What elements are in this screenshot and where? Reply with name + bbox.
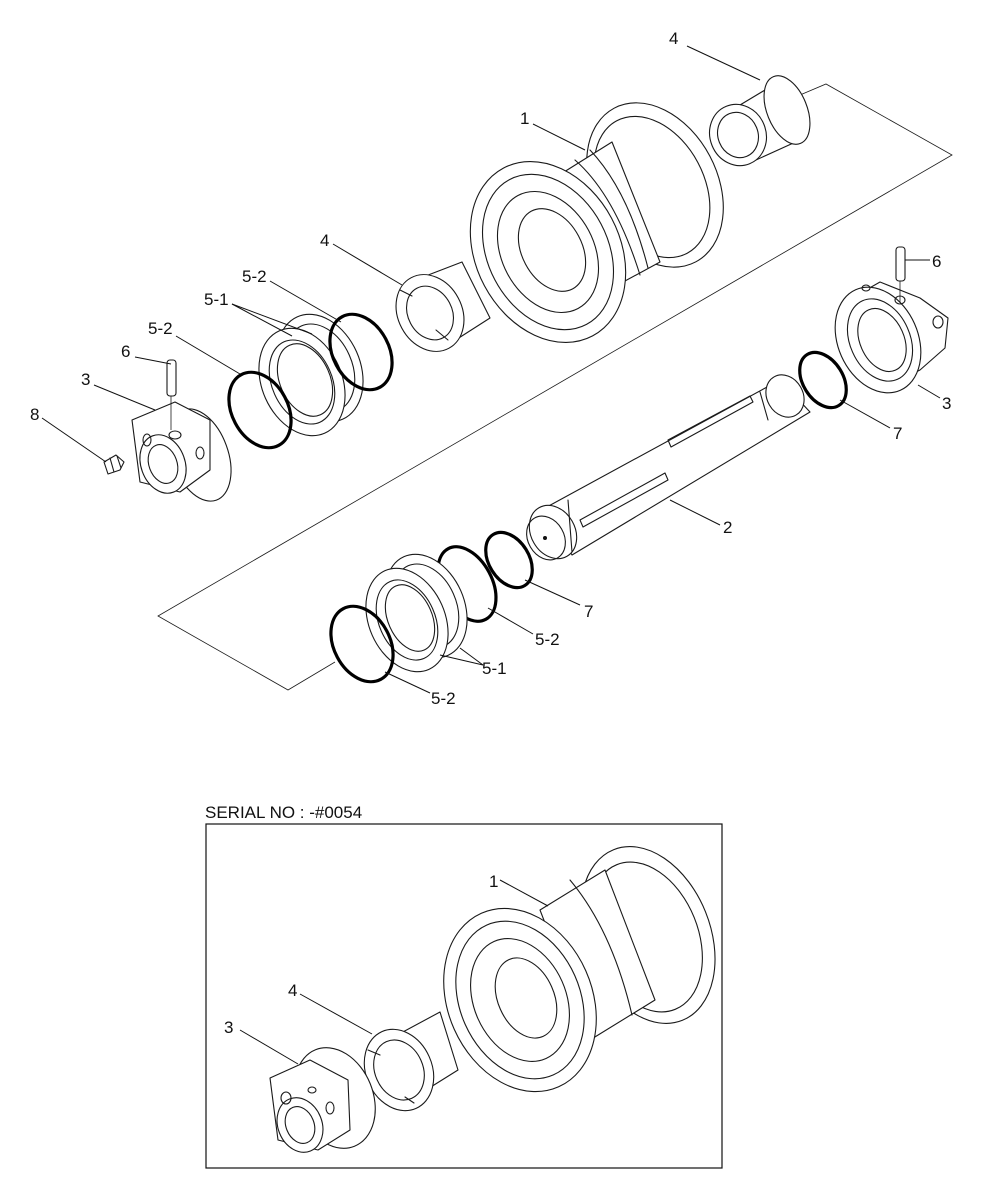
label-o-ring-shaft-right: 7: [893, 424, 902, 443]
label-plug: 8: [30, 405, 39, 424]
pin-right: [895, 246, 906, 302]
o-ring-lower-b: [329, 604, 395, 684]
plug: [103, 454, 125, 475]
label-o-ring-lower-b: 5-2: [431, 689, 456, 708]
inset-leader-lines: [239, 879, 549, 1065]
collar-left: [131, 401, 232, 502]
floating-seal-upper: [258, 313, 364, 437]
label-o-ring-upper-b: 5-2: [148, 319, 173, 338]
floating-seal-lower: [365, 553, 468, 673]
main-assembly: 4 1 4 5-2 5-1 5-2 6 3 8 6 3 7 2 7 5-2 5-…: [30, 29, 953, 708]
o-ring-upper-b: [227, 370, 293, 450]
label-bushing-mid: 4: [320, 231, 329, 250]
o-ring-shaft-right: [798, 350, 848, 410]
leader-lines: [41, 45, 941, 694]
label-pin-left: 6: [121, 342, 130, 361]
bushing-mid: [395, 261, 491, 352]
label-pin-right: 6: [932, 252, 941, 271]
label-collar-left: 3: [81, 370, 90, 389]
inset-label-bushing: 4: [288, 981, 297, 1000]
o-ring-upper-a: [328, 312, 394, 392]
inset-bushing: [363, 1011, 459, 1112]
label-o-ring-shaft-lower: 7: [584, 602, 593, 621]
inset-label-roller-shell: 1: [489, 872, 498, 891]
label-floating-seal-lower: 5-1: [482, 659, 507, 678]
shaft: [526, 374, 811, 561]
label-roller-shell: 1: [520, 109, 529, 128]
label-bushing-top: 4: [669, 29, 678, 48]
callout-labels: 4 1 4 5-2 5-1 5-2 6 3 8 6 3 7 2 7 5-2 5-…: [30, 29, 951, 708]
label-floating-seal-upper: 5-1: [204, 290, 229, 309]
o-ring-shaft-lower: [484, 530, 534, 590]
label-collar-right: 3: [942, 394, 951, 413]
inset-label-collar: 3: [224, 1018, 233, 1037]
roller-shell: [469, 102, 724, 343]
collar-right: [834, 281, 949, 394]
label-shaft: 2: [723, 518, 732, 537]
inset-title: SERIAL NO : -#0054: [205, 803, 362, 822]
assembly-outline: [157, 83, 953, 691]
inset-frame: [205, 823, 723, 1169]
inset-collar: [269, 1047, 376, 1153]
pin-left: [166, 359, 177, 430]
serial-inset: SERIAL NO : -#0054: [205, 803, 723, 1169]
inset-roller-shell: [443, 846, 716, 1093]
label-o-ring-lower-a: 5-2: [535, 630, 560, 649]
label-o-ring-upper-a: 5-2: [242, 267, 267, 286]
bushing-top: [709, 75, 811, 167]
